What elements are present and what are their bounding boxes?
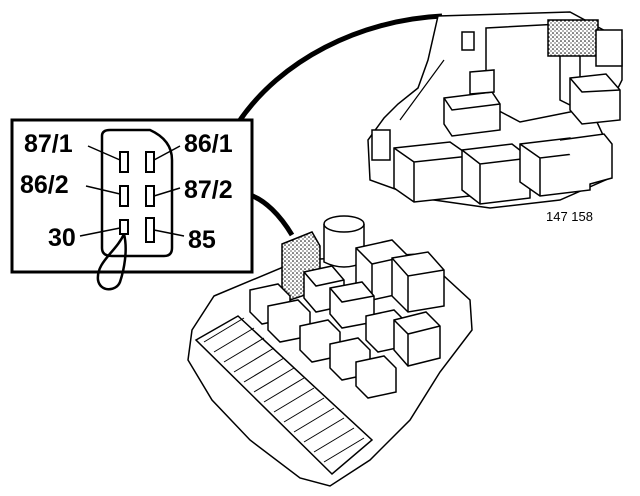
pin-86-1 (145, 151, 155, 173)
pin-30 (119, 219, 129, 235)
pin-label-86-1: 86/1 (184, 130, 233, 158)
connector-line-upper (235, 13, 443, 125)
pin-87-1 (119, 151, 129, 173)
pin-86-2 (119, 185, 129, 207)
pin-label-86-2: 86/2 (20, 171, 69, 199)
connector-line-lower (249, 192, 295, 237)
pin-label-30: 30 (48, 224, 76, 252)
relay-assembly-lower (187, 215, 473, 487)
pin-87-2 (145, 185, 155, 207)
pin-label-85: 85 (188, 226, 216, 254)
wire-loop (96, 233, 127, 291)
relay-assembly-upper (367, 11, 623, 209)
pin-85 (145, 217, 155, 243)
figure-number: 147 158 (546, 209, 593, 224)
pin-label-87-2: 87/2 (184, 176, 233, 204)
pin-label-87-1: 87/1 (24, 130, 73, 158)
pin-detail-box: 87/1 86/1 86/2 87/2 30 85 (10, 118, 254, 291)
